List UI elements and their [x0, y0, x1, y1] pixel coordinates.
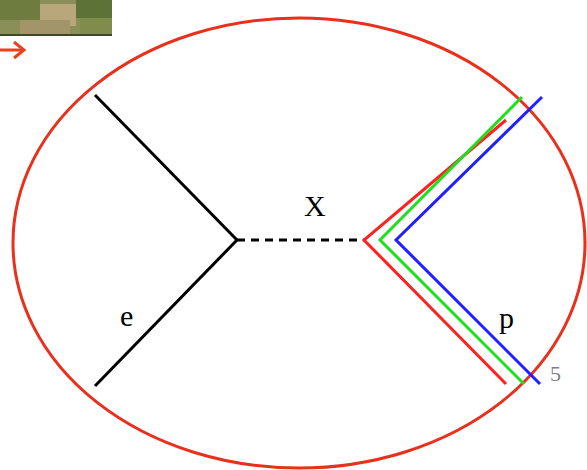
- particle-label: p: [497, 302, 516, 334]
- electron-line: [95, 240, 237, 386]
- pointer-arrow: [0, 42, 24, 58]
- particle-label: e: [118, 300, 135, 332]
- quark-line-blue: [396, 97, 542, 384]
- electron-line: [95, 95, 237, 240]
- photo-fragment: [0, 0, 112, 36]
- quark-line-green: [380, 97, 524, 384]
- highlight-ellipse: [13, 18, 585, 468]
- propagator-line: [237, 239, 365, 242]
- slide-number: 5: [548, 362, 563, 386]
- particle-label: X: [302, 190, 328, 222]
